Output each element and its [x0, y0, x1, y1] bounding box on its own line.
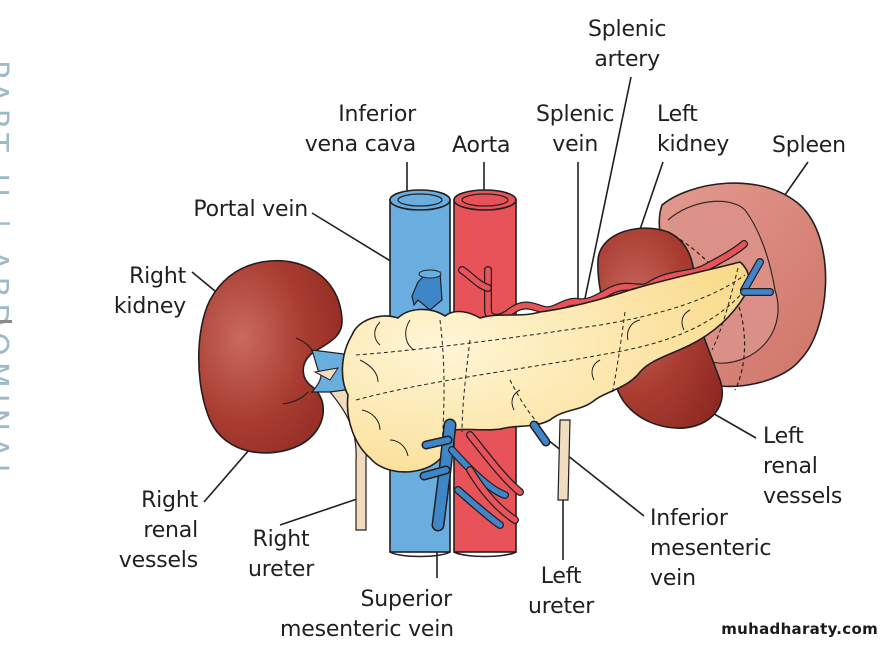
- pancreas-shape: [341, 261, 750, 473]
- label-line: Right: [141, 488, 198, 513]
- label-line: Left: [540, 564, 582, 589]
- label-line: vein: [650, 566, 696, 591]
- label-line: Right: [252, 527, 310, 552]
- left-ureter-shape: [557, 419, 571, 501]
- label-line: renal: [763, 454, 818, 479]
- label-line: vein: [552, 132, 599, 157]
- label-line: Inferior: [338, 102, 416, 127]
- label-line: kidney: [113, 294, 186, 319]
- label-line: mesenteric vein: [280, 617, 454, 642]
- inferior-mesenteric-vein-shape: [529, 420, 551, 447]
- side-chapter-header: PART II | ABDOMINAL: [0, 60, 16, 530]
- hidden-kidney-outline: [667, 231, 746, 391]
- label-line: mesenteric: [650, 536, 772, 561]
- label-line: ureter: [528, 594, 595, 619]
- label-spleen: Spleen: [772, 131, 846, 161]
- label-left-renal-vessels: Left renal vessels: [763, 422, 842, 512]
- label-line: Superior: [360, 587, 453, 612]
- pancreatic-duct-outlines: [355, 267, 746, 446]
- splenic-hilum-vessels: [740, 258, 774, 296]
- label-line: vessels: [763, 484, 843, 509]
- label-inferior-vena-cava: Inferior vena cava: [300, 100, 416, 160]
- label-right-kidney: Right kidney: [108, 262, 186, 322]
- splenic-artery-shape: [458, 240, 748, 322]
- label-splenic-vein: Splenic vein: [536, 100, 615, 160]
- leader-right-ureter: [279, 497, 361, 526]
- watermark: muhadharaty.com: [721, 620, 878, 638]
- label-line: Splenic: [588, 17, 667, 42]
- leader-splenic-artery: [582, 76, 632, 309]
- label-line: vessels: [118, 548, 198, 573]
- label-line: Right: [129, 264, 186, 289]
- label-line: Left: [657, 102, 698, 127]
- label-line: Splenic: [536, 102, 615, 127]
- label-aorta: Aorta: [452, 131, 510, 161]
- right-renal-vessels-shape: [310, 349, 353, 393]
- label-line: Left: [763, 424, 804, 449]
- label-right-renal-vessels: Right renal vessels: [118, 486, 198, 576]
- label-splenic-artery: Splenic artery: [588, 15, 667, 75]
- label-line: Portal vein: [193, 197, 308, 222]
- label-left-kidney: Left kidney: [657, 100, 729, 160]
- label-left-ureter: Left ureter: [528, 562, 594, 622]
- label-line: artery: [594, 47, 660, 72]
- label-line: Inferior: [650, 506, 728, 531]
- label-line: ureter: [248, 557, 315, 582]
- label-superior-mesenteric-vein: Superior mesenteric vein: [280, 585, 454, 645]
- label-line: vena cava: [304, 132, 416, 157]
- label-portal-vein: Portal vein: [186, 195, 308, 225]
- label-line: Aorta: [452, 133, 511, 158]
- label-line: Spleen: [772, 133, 846, 158]
- label-line: kidney: [657, 132, 730, 157]
- side-header-divider: [0, 320, 12, 323]
- label-right-ureter: Right ureter: [248, 525, 314, 585]
- label-inferior-mesenteric-vein: Inferior mesenteric vein: [650, 504, 772, 594]
- label-line: renal: [143, 518, 198, 543]
- superior-mesenteric-vein-shape: [419, 418, 524, 532]
